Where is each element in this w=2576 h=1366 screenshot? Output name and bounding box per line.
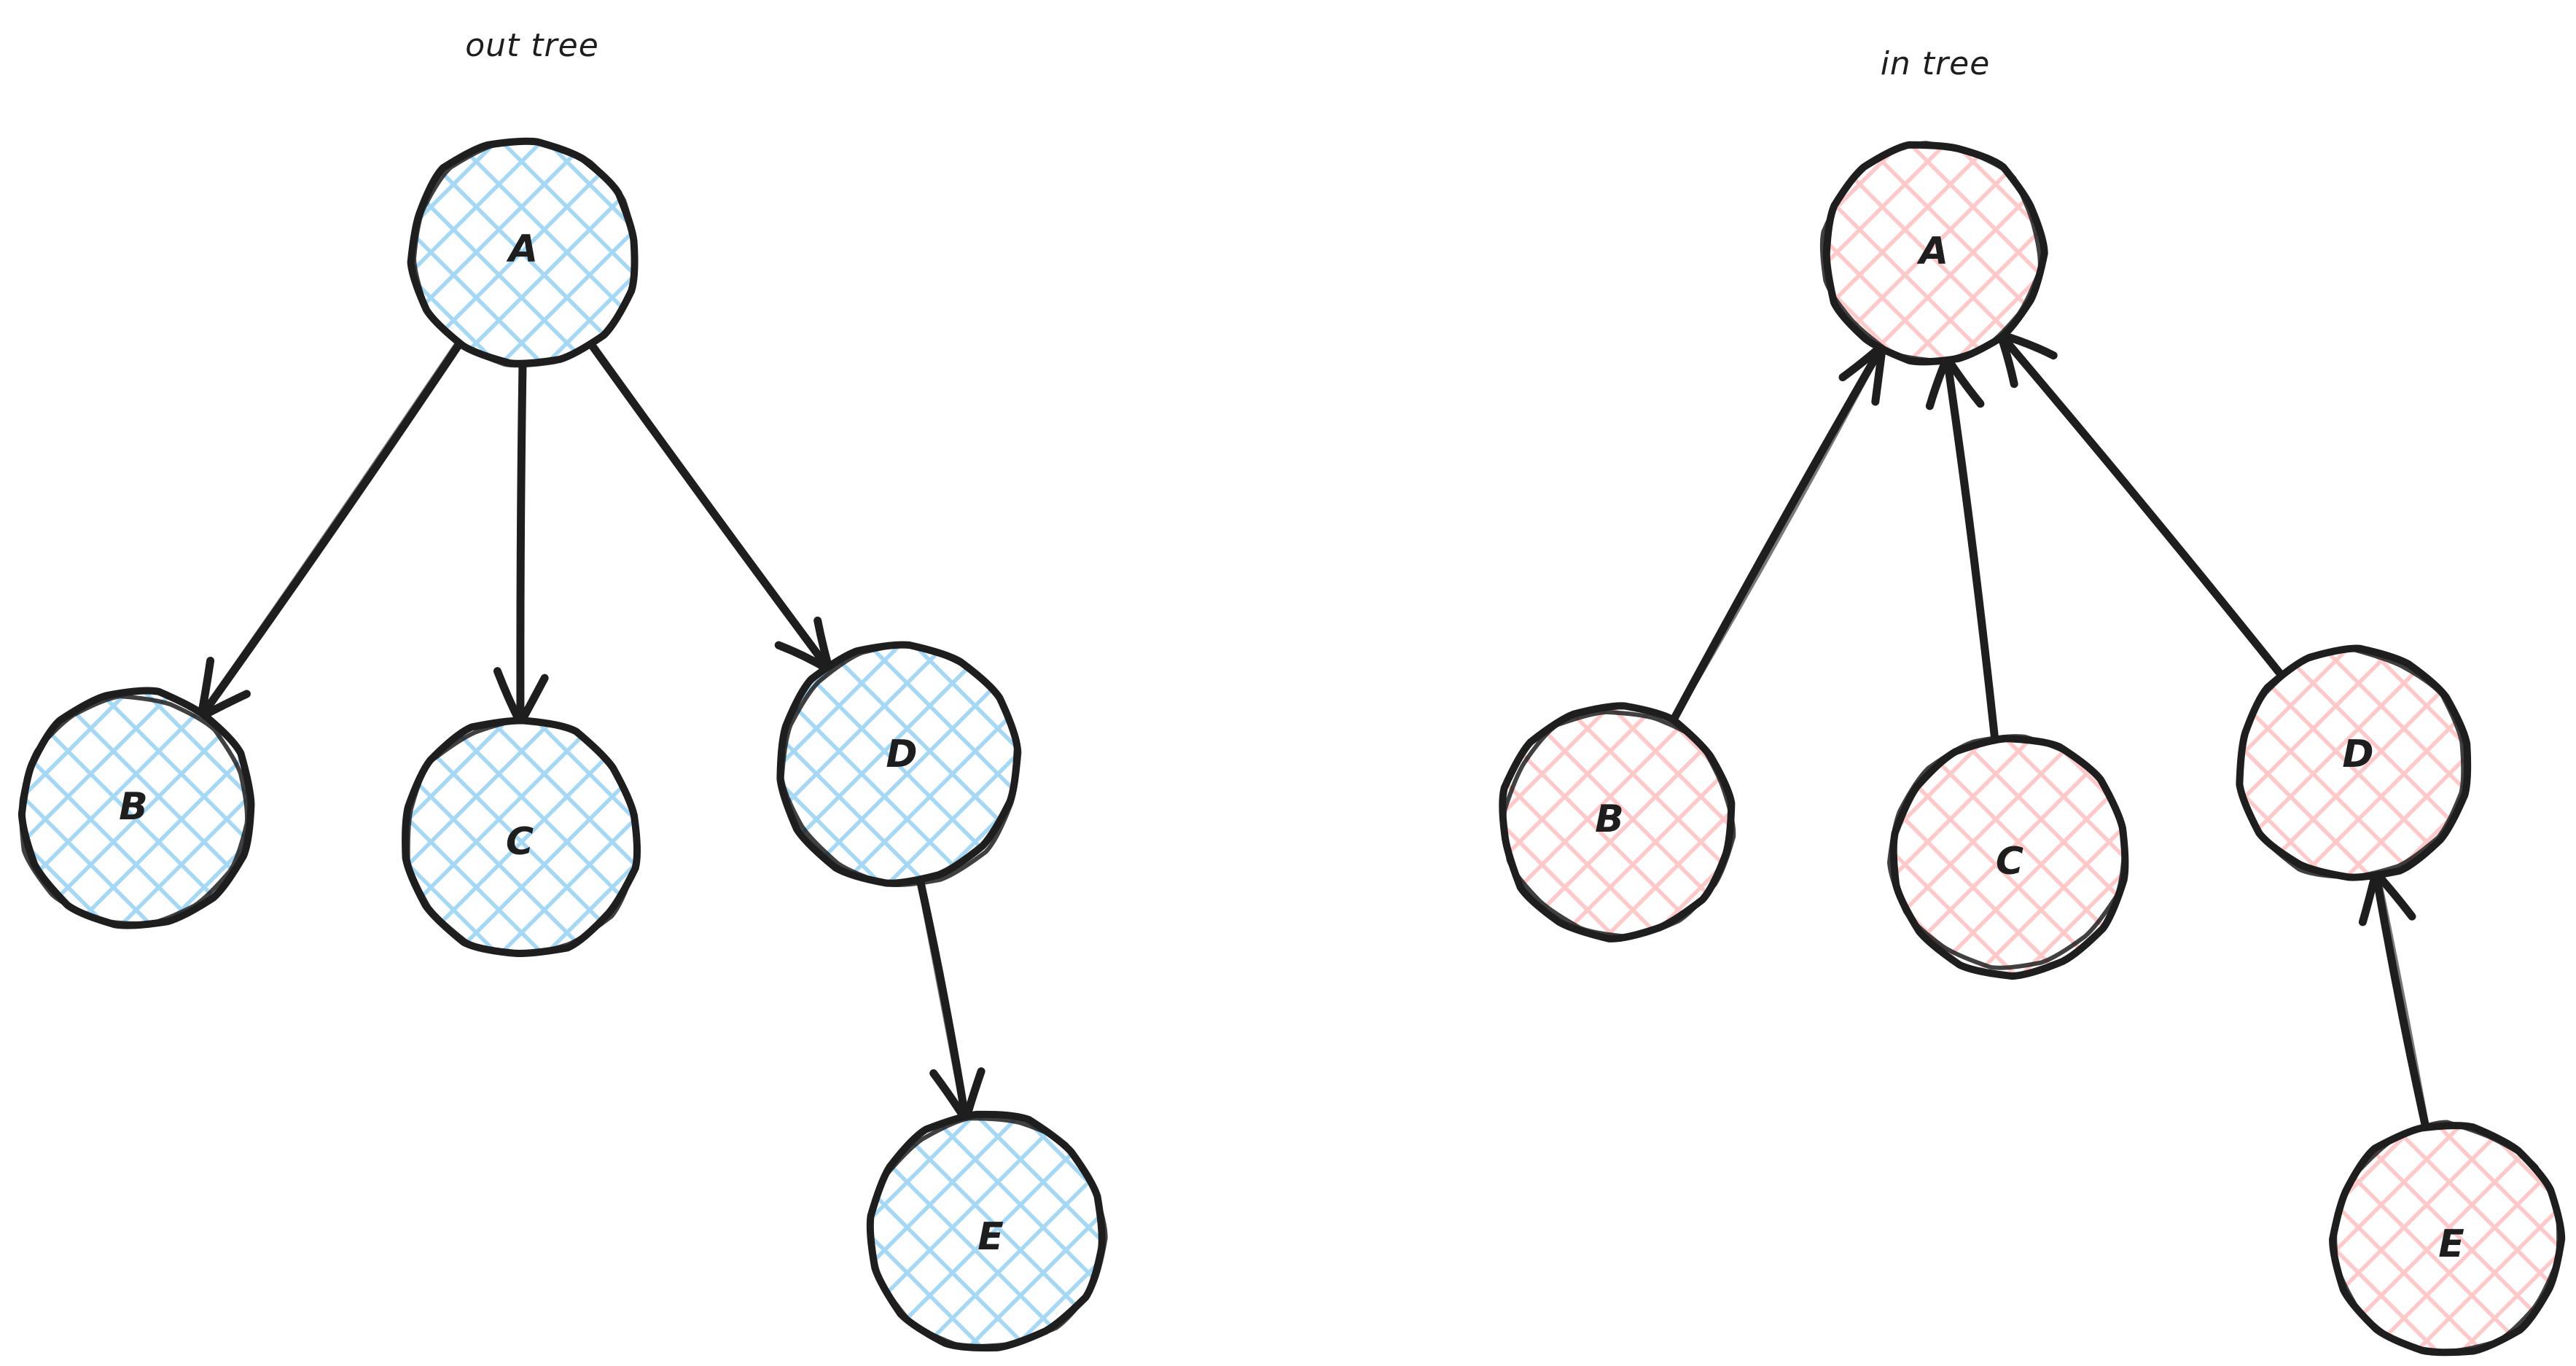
- node-label-E: E: [2438, 1222, 2464, 1266]
- node-outline-sketch-pass: [1502, 709, 1736, 940]
- node-out-tree-D[interactable]: D: [776, 641, 1022, 887]
- node-in-tree-D[interactable]: D: [2236, 644, 2472, 881]
- edge-A-to-B: [197, 339, 464, 721]
- node-fill-hatch: [410, 141, 635, 364]
- node-in-tree-B[interactable]: B: [1499, 702, 1736, 942]
- node-outline-sketch-pass: [2333, 1120, 2561, 1354]
- edge-D-to-A: [1997, 330, 2287, 681]
- node-fill-hatch: [405, 720, 638, 953]
- edge-C-to-A: [1925, 354, 1999, 745]
- node-fill-hatch: [2239, 648, 2468, 878]
- node-fill-hatch: [2333, 1125, 2562, 1353]
- node-label-A: A: [1916, 230, 1948, 273]
- node-outline-sketch-pass: [867, 1116, 1108, 1349]
- nodes-in-tree: A B C D E: [1499, 141, 2566, 1357]
- edge-E-to-D: [2358, 868, 2430, 1132]
- node-in-tree-C[interactable]: C: [1887, 734, 2129, 980]
- node-fill-hatch: [1502, 706, 1732, 939]
- edge-D-to-E: [916, 876, 985, 1125]
- node-outline-sketch-pass: [1819, 141, 2042, 363]
- tree-title-in-tree: in tree: [1881, 45, 1991, 82]
- node-in-tree-E[interactable]: E: [2329, 1120, 2566, 1357]
- node-out-tree-A[interactable]: A: [407, 137, 639, 368]
- node-label-C: C: [1996, 840, 2023, 883]
- node-outline-sketch-pass: [2237, 647, 2466, 880]
- node-outline-sketch-pass: [779, 643, 1022, 887]
- edge-B-to-A: [1668, 341, 1887, 727]
- node-fill-hatch: [780, 644, 1018, 883]
- node-fill-hatch: [1893, 738, 2126, 977]
- node-fill-hatch: [21, 690, 251, 926]
- node-label-E: E: [977, 1215, 1004, 1259]
- node-fill-hatch: [1826, 144, 2045, 362]
- node-label-B: B: [1595, 797, 1624, 841]
- node-out-tree-C[interactable]: C: [402, 717, 641, 957]
- node-out-tree-E[interactable]: E: [866, 1110, 1108, 1352]
- edge-A-to-C: [493, 359, 549, 727]
- node-out-tree-B[interactable]: B: [17, 687, 255, 929]
- edges-in-tree: [1668, 330, 2430, 1132]
- node-label-C: C: [506, 820, 534, 864]
- edge-A-to-D: [585, 337, 834, 675]
- node-outline: [1499, 702, 1736, 942]
- node-outline-sketch-pass: [412, 139, 638, 368]
- nodes-out-tree: A B C D E: [17, 137, 1108, 1352]
- node-label-A: A: [506, 227, 538, 271]
- node-label-D: D: [2342, 733, 2373, 776]
- node-in-tree-A[interactable]: A: [1819, 141, 2048, 366]
- arrowhead-A-to-D: [774, 616, 834, 675]
- node-outline-sketch-pass: [405, 717, 639, 957]
- node-label-B: B: [119, 785, 148, 829]
- tree-title-out-tree: out tree: [465, 27, 599, 64]
- node-fill-hatch: [870, 1114, 1102, 1349]
- node-label-D: D: [886, 733, 917, 776]
- node-outline-sketch-pass: [19, 694, 249, 926]
- node-outline-sketch-pass: [1887, 734, 2127, 970]
